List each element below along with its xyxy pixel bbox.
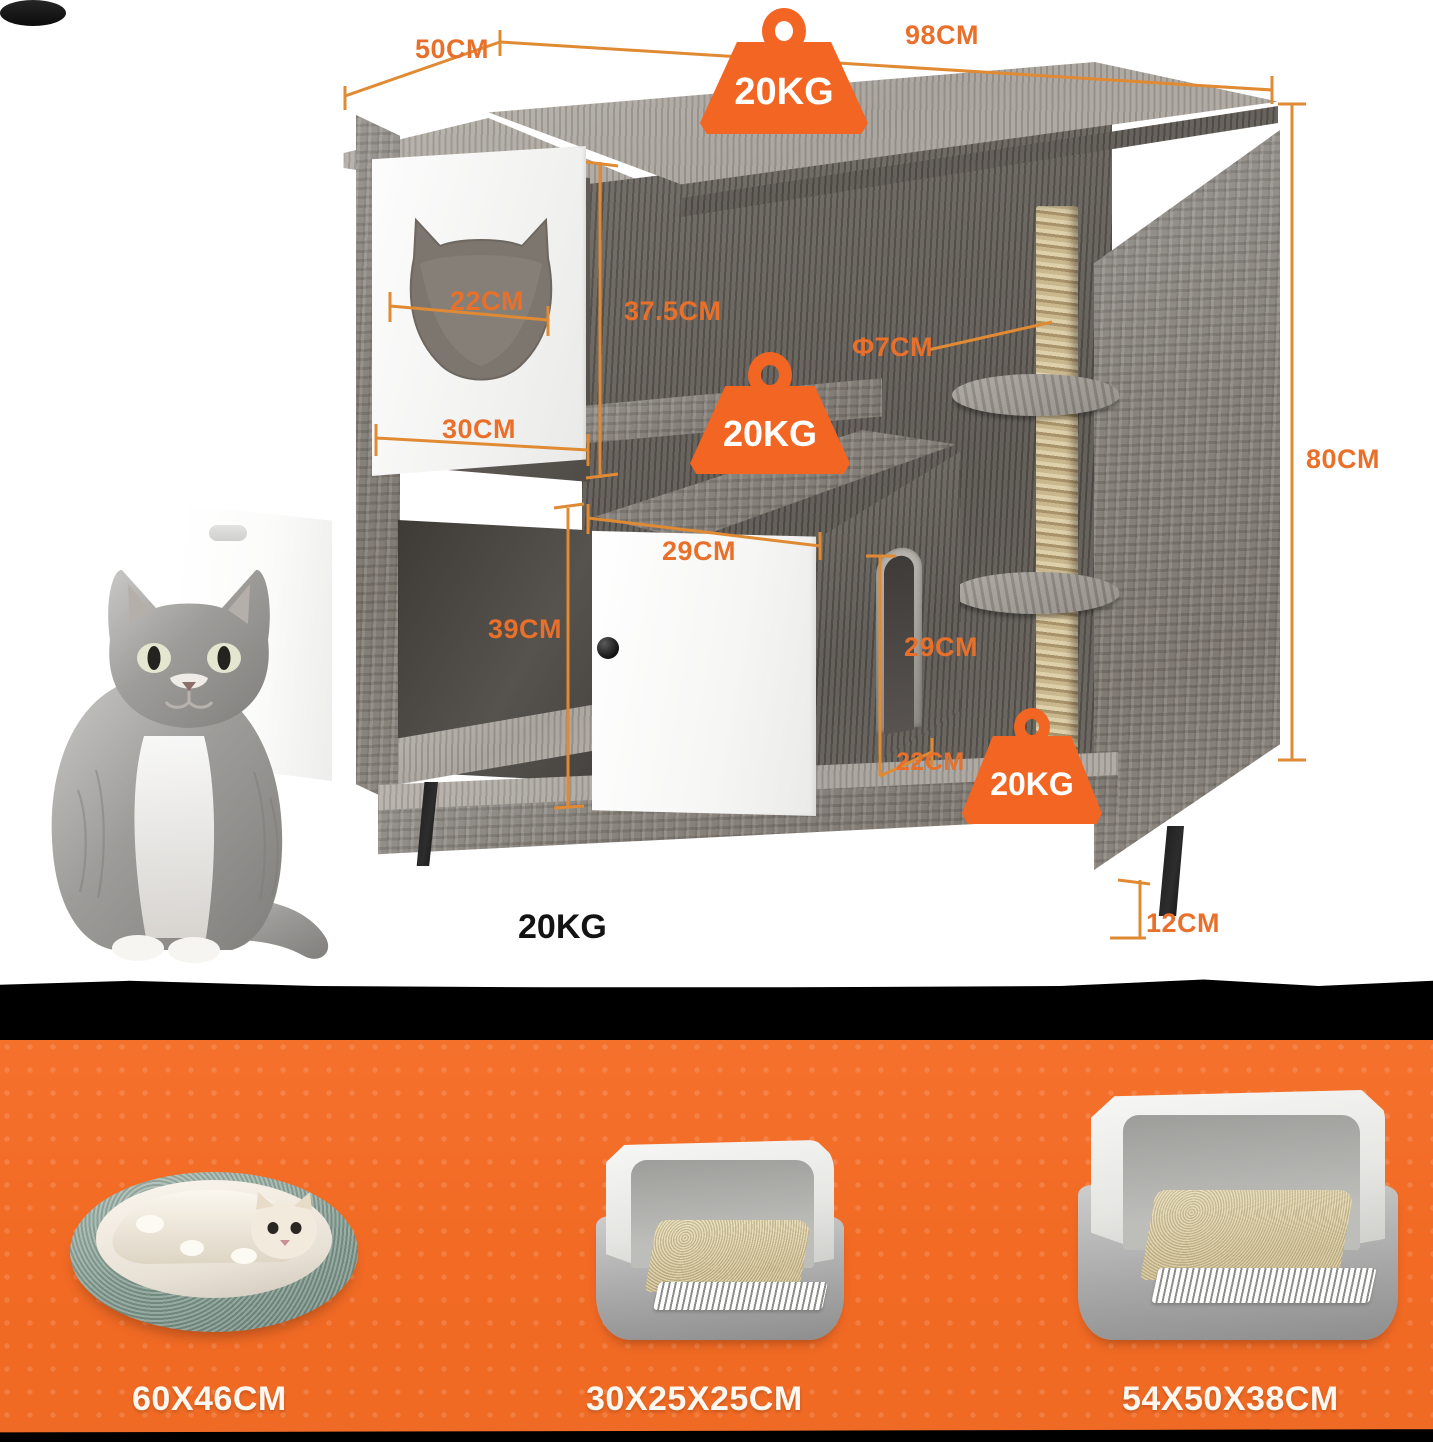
weight-badge-lower-compartment: 20KG <box>962 708 1102 824</box>
litter-box-large <box>1078 1090 1398 1340</box>
dim-label-depth: 50CM <box>415 34 490 64</box>
lower-right-cabinet-door[interactable] <box>592 530 816 816</box>
cabinet-right-side-panel <box>1094 130 1280 870</box>
dim-label-post-diameter: Φ7CM <box>852 332 934 362</box>
weight-badge-label: 20KG <box>990 765 1074 802</box>
litter-box-grate <box>1151 1267 1377 1303</box>
dim-label-entry-height: 29CM <box>904 632 979 662</box>
bottom-edge-band <box>0 1429 1433 1442</box>
dim-label-upper-door-width: 30CM <box>442 414 517 444</box>
cabinet-leg-right <box>1158 826 1184 916</box>
door-knob[interactable] <box>597 637 619 659</box>
product-dimension-diagram: 50CM 98CM 22CM 30CM 37.5CM Φ7CM 80CM 39C… <box>0 0 1381 963</box>
weight-body: 20KG <box>962 736 1102 824</box>
cabinet-leg-center <box>0 0 66 26</box>
litter-box-small <box>596 1140 844 1340</box>
dim-label-width: 98CM <box>905 20 980 50</box>
product-size-label-litter-box-small: 30X25X25CM <box>586 1380 803 1418</box>
dim-label-total-height: 80CM <box>1306 444 1381 474</box>
dim-label-entry-width: 22CM <box>896 748 965 776</box>
product-size-label-cat-bed: 60X46CM <box>132 1380 287 1418</box>
dim-label-upper-compartment-height: 37.5CM <box>624 296 722 326</box>
sitting-cat-photo <box>51 569 329 963</box>
sisal-scratching-post <box>1036 206 1078 782</box>
weight-badge-top-surface: 20KG <box>700 8 868 134</box>
weight-badge-label: 20KG <box>722 413 818 454</box>
product-size-label-litter-box-large: 54X50X38CM <box>1122 1380 1339 1418</box>
round-shelf-upper <box>952 374 1120 416</box>
cat-litter-fill <box>1140 1190 1355 1280</box>
weight-badge-middle-shelf: 20KG <box>690 352 850 474</box>
weight-badge-label: 20KG <box>734 70 834 113</box>
dim-label-lower-compartment-height: 39CM <box>488 614 563 644</box>
dim-label-lower-door-width: 29CM <box>662 536 737 566</box>
dim-label-upper-opening-width: 22CM <box>450 286 525 316</box>
litter-box-grate <box>652 1282 828 1310</box>
weight-body: 20KG <box>690 386 850 474</box>
cat-in-bed-photo <box>112 1189 317 1264</box>
weight-body: 20KG <box>700 42 868 134</box>
floor-capacity-label: 20KG <box>518 908 607 946</box>
dim-label-leg-height: 12CM <box>1146 908 1221 938</box>
round-shelf-lower <box>952 572 1120 614</box>
door-hinge-plate <box>209 525 247 541</box>
